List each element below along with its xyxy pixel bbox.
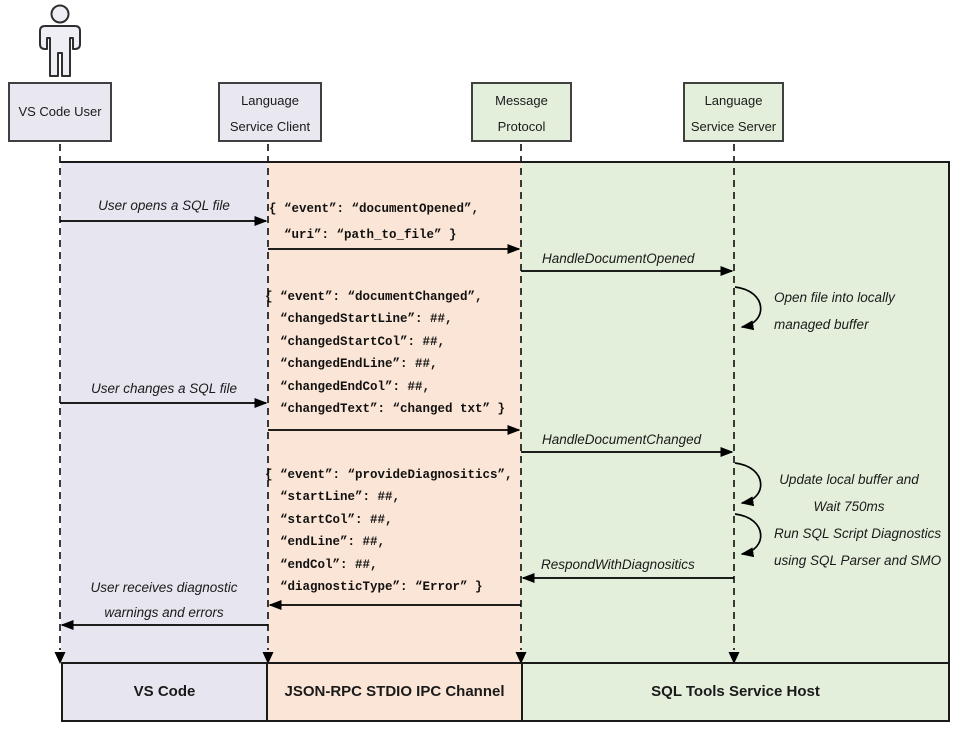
payload-line: “changedEndCol”: ##,	[265, 379, 431, 394]
header-label: Service Client	[229, 119, 311, 134]
header-label: VS Code User	[18, 104, 102, 119]
payload-provide-diagnositics: { “event”: “provideDiagnositics”, “start…	[265, 464, 513, 598]
message-text: warnings and errors	[104, 605, 224, 620]
message-label-user-opens-file: User opens a SQL file	[60, 198, 268, 213]
note-text: Open file into locally	[774, 290, 895, 305]
footer-box-ipc-channel: JSON-RPC STDIO IPC Channel	[266, 662, 523, 722]
lane-ipc-channel	[268, 163, 521, 662]
footer-box-vs-code: VS Code	[61, 662, 268, 722]
payload-document-opened: { “event”: “documentOpened”, “uri”: “pat…	[269, 196, 479, 248]
message-text: RespondWithDiagnositics	[541, 557, 695, 572]
payload-line: “changedStartCol”: ##,	[265, 334, 446, 349]
actor-person-icon	[39, 4, 81, 77]
header-label: Protocol	[497, 119, 546, 134]
header-label: Service Server	[690, 119, 777, 134]
footer-box-service-host: SQL Tools Service Host	[521, 662, 950, 722]
message-text: User receives diagnostic	[90, 580, 238, 595]
footer-label: SQL Tools Service Host	[651, 683, 820, 700]
header-box-vs-code-user: VS Code User	[8, 82, 112, 142]
message-text: User changes a SQL file	[90, 381, 238, 396]
footer-label: JSON-RPC STDIO IPC Channel	[284, 683, 505, 700]
payload-line: “startLine”: ##,	[265, 490, 401, 505]
header-box-language-service-server: Language Service Server	[683, 82, 784, 142]
message-label-handle-document-opened: HandleDocumentOpened	[542, 251, 694, 266]
payload-line: { “event”: “documentChanged”,	[265, 290, 483, 304]
note-update-buffer: Update local buffer and Wait 750ms	[774, 466, 924, 520]
payload-line: “uri”: “path_to_file” }	[269, 228, 457, 242]
message-label-user-receives-diagnostics: User receives diagnostic warnings and er…	[60, 575, 268, 625]
note-text: Run SQL Script Diagnostics	[774, 526, 942, 541]
note-run-diagnostics: Run SQL Script Diagnostics using SQL Par…	[774, 520, 941, 574]
message-text: User opens a SQL file	[98, 198, 230, 213]
message-label-handle-document-changed: HandleDocumentChanged	[542, 432, 701, 447]
header-box-language-service-client: Language Service Client	[218, 82, 322, 142]
header-box-message-protocol: Message Protocol	[471, 82, 572, 142]
lane-vs-code	[61, 163, 268, 662]
message-label-user-changes-file: User changes a SQL file	[60, 381, 268, 396]
note-text: managed buffer	[774, 317, 869, 332]
header-label: Language	[704, 93, 763, 108]
payload-line: { “event”: “documentOpened”,	[269, 202, 480, 216]
payload-line: “diagnosticType”: “Error” }	[265, 580, 483, 595]
payload-line: “changedEndLine”: ##,	[265, 357, 438, 372]
payload-line: “endCol”: ##,	[265, 557, 378, 572]
message-text: HandleDocumentChanged	[542, 432, 702, 447]
message-text: HandleDocumentOpened	[542, 251, 695, 266]
note-text: Wait 750ms	[813, 499, 885, 514]
payload-line: “changedText”: “changed txt” }	[265, 402, 506, 417]
message-label-respond-with-diagnositics: RespondWithDiagnositics	[541, 557, 695, 572]
note-text: using SQL Parser and SMO	[774, 553, 942, 568]
payload-line: “changedStartLine”: ##,	[265, 312, 453, 327]
note-text: Update local buffer and	[779, 472, 919, 487]
note-open-buffer: Open file into locally managed buffer	[774, 284, 895, 338]
payload-document-changed: { “event”: “documentChanged”, “changedSt…	[265, 286, 505, 420]
footer-label: VS Code	[133, 683, 196, 700]
header-label: Message	[495, 93, 548, 108]
header-label: Language	[241, 93, 299, 108]
payload-line: “startCol”: ##,	[265, 512, 393, 527]
payload-line: “endLine”: ##,	[265, 535, 386, 550]
